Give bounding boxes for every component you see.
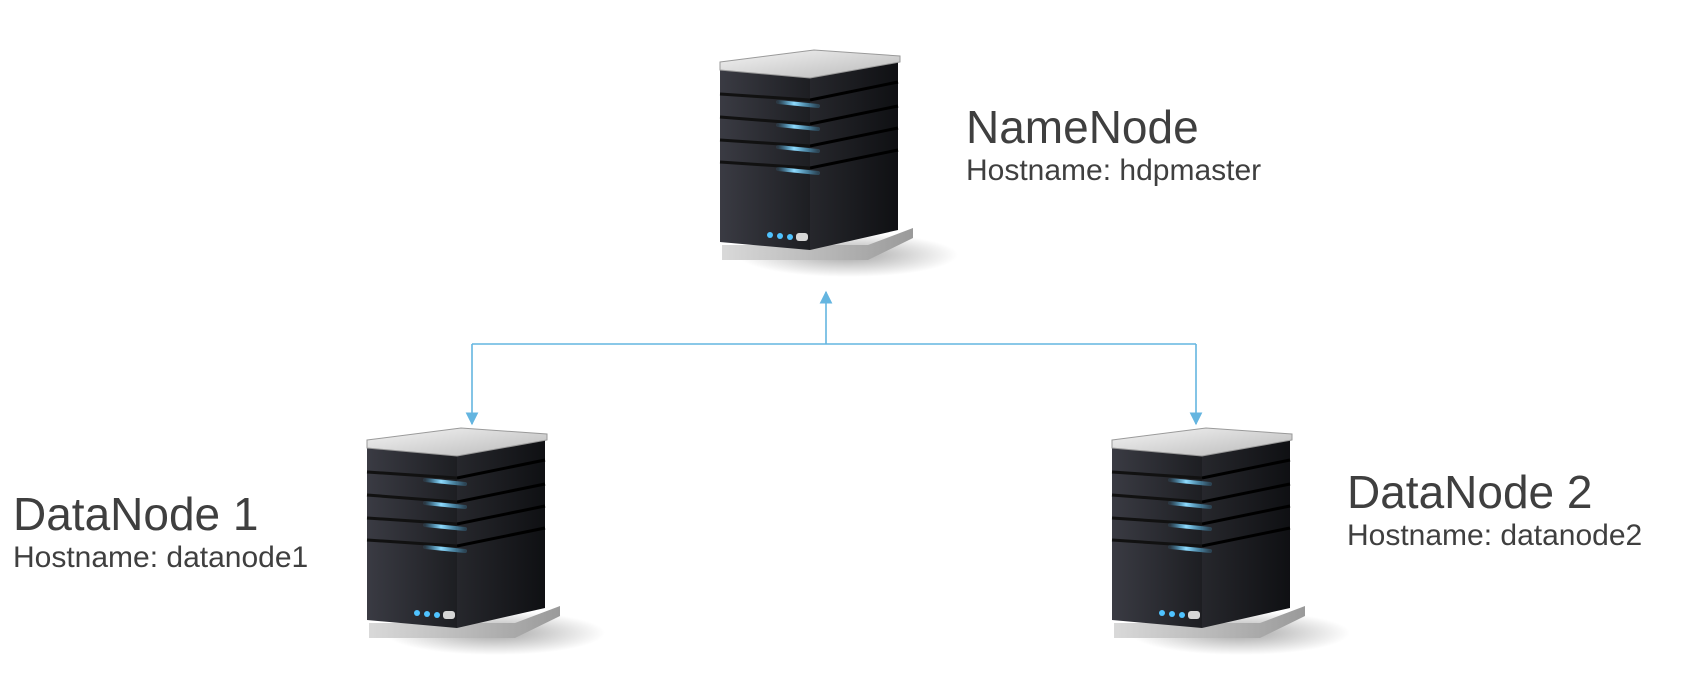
server-icon [718, 48, 960, 279]
namenode-hostname: Hostname: hdpmaster [966, 154, 1262, 187]
namenode-title: NameNode [966, 101, 1199, 153]
server-icon [1110, 426, 1352, 657]
server-icon [365, 426, 607, 657]
datanode1-hostname: Hostname: datanode1 [13, 541, 309, 574]
datanode1-label: DataNode 1 Hostname: datanode1 [13, 488, 308, 576]
datanode2-hostname: Hostname: datanode2 [1347, 519, 1643, 552]
connectors [465, 290, 1203, 426]
datanode2-title: DataNode 2 [1347, 466, 1593, 518]
datanode2-label: DataNode 2 Hostname: datanode2 [1347, 466, 1642, 554]
datanode1-title: DataNode 1 [13, 488, 259, 540]
namenode-label: NameNode Hostname: hdpmaster [966, 101, 1261, 189]
